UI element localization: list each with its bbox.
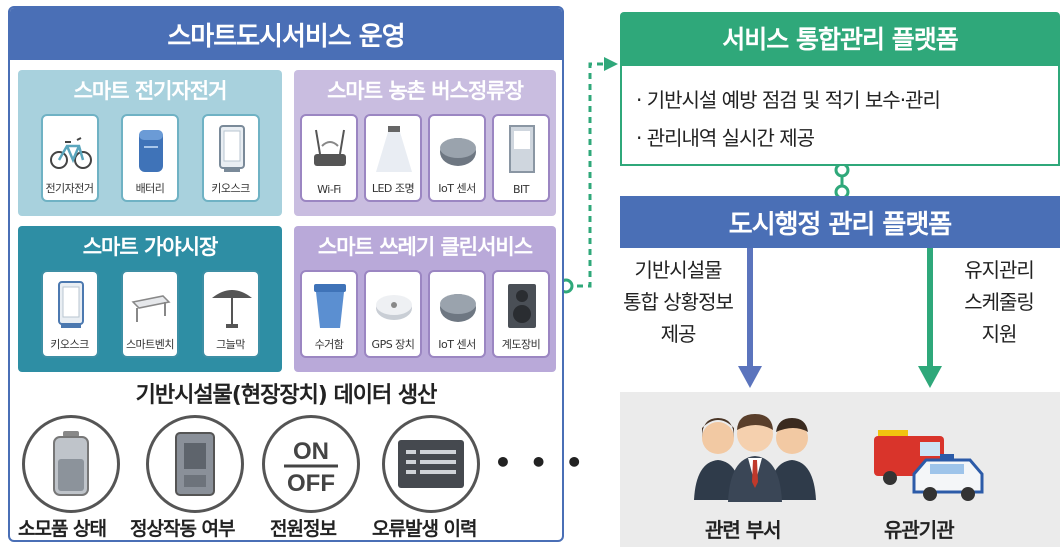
- group-smart-gaya-market: 스마트 가야시장 키오스크 스마트벤치 그늘막: [18, 226, 282, 372]
- service-platform-box: · 기반시설 예방 점검 및 적기 보수·관리 · 관리내역 실시간 제공: [620, 64, 1060, 166]
- operation-status-device: [146, 415, 244, 513]
- device-label: 정상작동 여부: [130, 518, 235, 540]
- item-label: 수거함: [314, 338, 344, 351]
- item-label: 그늘막: [216, 338, 245, 351]
- item-iot-sensor: IoT 센서: [428, 270, 486, 358]
- parasol-icon: [211, 290, 252, 328]
- item-label: 키오스크: [50, 338, 89, 351]
- item-label: 키오스크: [211, 182, 250, 195]
- destination-label: 유관기관: [884, 518, 955, 542]
- item-label: 계도장비: [501, 338, 541, 351]
- item-label: IoT 센서: [438, 338, 476, 351]
- device-label: 전원정보: [270, 518, 337, 540]
- battery-level-icon: [53, 431, 89, 496]
- item-label: BIT: [512, 183, 530, 196]
- kiosk-icon: [218, 125, 245, 172]
- item-label: 스마트벤치: [125, 338, 175, 351]
- item-label: Wi-Fi: [317, 183, 341, 196]
- group-smart-ebike: 스마트 전기자전거 전기자전거 배터리 키오: [18, 70, 282, 216]
- gps-device-icon: [376, 295, 412, 320]
- destination-label: 관련 부서: [705, 518, 782, 542]
- group-title: 스마트 가야시장: [82, 235, 219, 259]
- flow-line: 스케줄링: [964, 290, 1035, 314]
- bicycle-icon: [49, 137, 92, 169]
- more-indicator: • • •: [494, 446, 588, 479]
- flow-line: 지원: [981, 322, 1018, 346]
- flow-line: 제공: [660, 322, 697, 346]
- flow-schedule-text: 유지관리 스케줄링 지원: [944, 254, 1054, 350]
- wifi-router-icon: [314, 129, 346, 166]
- device-label: 소모품 상태: [18, 518, 107, 540]
- service-platform-title: 서비스 통합관리 플랫폼: [620, 12, 1060, 64]
- item-led: LED 조명: [364, 114, 422, 202]
- arrow-to-agencies: [918, 248, 942, 388]
- destinations-box: [620, 392, 1060, 547]
- group-title: 스마트 전기자전거: [73, 79, 228, 103]
- platform-link: [834, 162, 850, 200]
- battery-icon: [139, 130, 163, 172]
- power-off-text: OFF: [287, 470, 335, 497]
- flow-line: 유지관리: [964, 258, 1035, 282]
- consumable-status-device: [22, 415, 120, 513]
- flow-info-text: 기반시설물 통합 상황정보 제공: [618, 254, 738, 350]
- service-bullet: · 기반시설 예방 점검 및 적기 보수·관리: [636, 88, 941, 112]
- service-bullet: · 관리내역 실시간 제공: [636, 126, 815, 150]
- item-label: 배터리: [135, 182, 165, 195]
- led-light-icon: [376, 126, 412, 172]
- kiosk-icon: [57, 281, 84, 328]
- bit-terminal-icon: [509, 125, 535, 173]
- group-smart-bus-stop: 스마트 농촌 버스정류장 Wi-Fi LED 조명 IoT 센서: [294, 70, 556, 216]
- power-info-device: ON OFF: [262, 415, 360, 513]
- item-battery: 배터리: [121, 114, 179, 202]
- item-wifi: Wi-Fi: [300, 114, 358, 202]
- trash-bin-icon: [314, 284, 346, 328]
- device-status-icon: [175, 432, 215, 496]
- item-label: GPS 장치: [371, 338, 415, 351]
- speaker-icon: [508, 284, 536, 328]
- item-label: 전기자전거: [45, 182, 94, 195]
- item-ebike: 전기자전거: [40, 114, 99, 202]
- item-kiosk: 키오스크: [40, 270, 99, 358]
- emergency-vehicles-icon: [874, 430, 984, 501]
- group-smart-trash-clean-service: 스마트 쓰레기 클린서비스 수거함 GPS 장치 IoT 센서: [294, 226, 556, 372]
- admin-platform-title: 도시행정 관리 플랫폼: [620, 196, 1060, 248]
- item-smart-bench: 스마트벤치: [121, 270, 179, 358]
- group-title: 스마트 쓰레기 클린서비스: [317, 235, 533, 259]
- flow-line: 기반시설물: [634, 258, 723, 282]
- error-log-icon: [398, 440, 464, 488]
- group-title: 스마트 농촌 버스정류장: [327, 79, 524, 103]
- item-speaker: 계도장비: [492, 270, 550, 358]
- power-on-text: ON: [293, 438, 329, 465]
- item-parasol: 그늘막: [201, 270, 260, 358]
- smart-city-operation-title: 스마트도시서비스 운영: [10, 8, 562, 60]
- dashed-connector: [558, 57, 618, 294]
- arrow-to-departments: [738, 248, 762, 388]
- flow-line: 통합 상황정보: [623, 290, 734, 314]
- item-label: IoT 센서: [438, 182, 476, 195]
- item-label: LED 조명: [371, 182, 415, 195]
- smart-bench-icon: [131, 295, 171, 322]
- item-bit: BIT: [492, 114, 550, 202]
- field-data-title: 기반시설물(현장장치) 데이터 생산: [135, 383, 438, 408]
- iot-sensor-icon: [440, 294, 476, 322]
- people-icon: [694, 414, 816, 502]
- item-kiosk: 키오스크: [201, 114, 260, 202]
- error-log-device: [382, 415, 480, 513]
- iot-sensor-icon: [440, 138, 476, 166]
- item-trash-bin: 수거함: [300, 270, 358, 358]
- power-on-off-icon: ON OFF: [284, 438, 338, 497]
- device-label: 오류발생 이력: [372, 518, 477, 540]
- item-iot-sensor: IoT 센서: [428, 114, 486, 202]
- item-gps-device: GPS 장치: [364, 270, 422, 358]
